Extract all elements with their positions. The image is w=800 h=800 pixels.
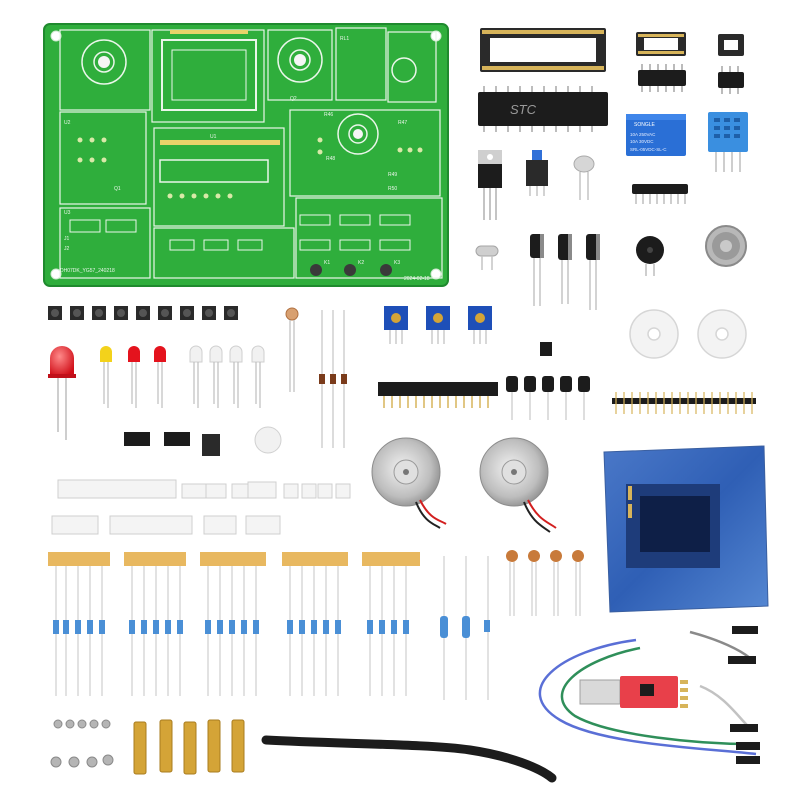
ic-dip-8	[718, 66, 744, 94]
relay-rating-1: 10A 250VAC	[630, 132, 656, 137]
loose-resistors	[440, 556, 490, 700]
pcb-solder-pads	[77, 137, 423, 199]
pcb-label: RL1	[340, 36, 349, 42]
pcb-label: U1	[210, 134, 217, 140]
humidity-sensor-dht11	[708, 112, 748, 172]
buzzer	[636, 236, 664, 276]
transistors-to92	[506, 376, 590, 420]
pcb-label: R50	[388, 186, 397, 192]
mcu-brand-label: STC	[510, 102, 537, 117]
pcb-label: J1	[64, 236, 70, 242]
ic-socket-40pin	[480, 28, 606, 72]
pcb-board-id: DH07DK_YG57_240218	[60, 268, 115, 274]
pcb-label: R46	[324, 112, 333, 118]
pcb-button-pads	[310, 264, 392, 276]
resistor-network-sip	[632, 184, 688, 204]
mini-switch	[540, 342, 552, 356]
ic-socket-16pin	[636, 32, 686, 56]
heat-shrink-tube	[261, 735, 557, 783]
pcb-label: U2	[64, 120, 71, 126]
pir-lens	[254, 426, 282, 454]
pcb-label: K2	[358, 260, 364, 266]
crystal-oscillator	[573, 155, 595, 200]
brass-standoffs	[133, 719, 245, 775]
pcb-label: Q2	[290, 96, 297, 102]
gas-sensor-mq	[705, 225, 747, 267]
main-pcb-board: R46 R47 R48 R49 R50 U1 U2 U3 Q1 Q2 K1 K2…	[43, 23, 449, 287]
voltage-regulator-to220	[478, 150, 502, 220]
pcb-label: Q1	[114, 186, 121, 192]
oled-display-icon	[603, 445, 769, 613]
dc-motor-icon	[371, 437, 447, 529]
pcb-label: R47	[398, 120, 407, 126]
ceramic-capacitors	[506, 550, 584, 616]
trimmer-potentiometers	[384, 306, 492, 344]
pin-header-strip	[612, 392, 756, 414]
relay-model: SRL-05VDC-SL-C	[630, 147, 667, 152]
dc-motor-icon	[479, 437, 557, 533]
self-locking-switch	[526, 150, 548, 196]
screws	[50, 719, 114, 768]
pcb-header-pads	[160, 30, 280, 145]
pcb-label: R49	[388, 172, 397, 178]
mcu-stc-chip: STC	[478, 86, 608, 132]
photoresistor	[285, 307, 299, 392]
pcb-footprint-circles	[81, 37, 417, 155]
relay-blue: SONGLE 10A 250VAC 10A 30VDC SRL-05VDC-SL…	[626, 114, 686, 156]
leds	[48, 345, 265, 440]
resistor-strips	[48, 552, 420, 696]
relay-rating-2: 10A 30VDC	[630, 139, 654, 144]
usb-adapter-icon	[538, 626, 760, 764]
ic-socket-8pin	[718, 34, 744, 56]
pin-header-black	[378, 382, 498, 408]
pcb-label: R48	[326, 156, 335, 162]
pcb-label: K1	[324, 260, 330, 266]
smd-connectors	[51, 479, 351, 535]
crystal-small	[475, 245, 499, 270]
gear-icon	[629, 309, 747, 359]
diodes	[319, 310, 347, 448]
relay-brand: SONGLE	[634, 122, 656, 128]
ic-dip-16	[638, 64, 686, 92]
pcb-date: 2024-02-18	[404, 276, 430, 282]
pcb-label: K3	[394, 260, 400, 266]
electrolytic-capacitors	[530, 234, 600, 310]
pcb-label: U3	[64, 210, 71, 216]
tactile-buttons-row	[48, 306, 238, 320]
smd-ics	[124, 432, 220, 456]
pcb-label: J2	[64, 246, 70, 252]
